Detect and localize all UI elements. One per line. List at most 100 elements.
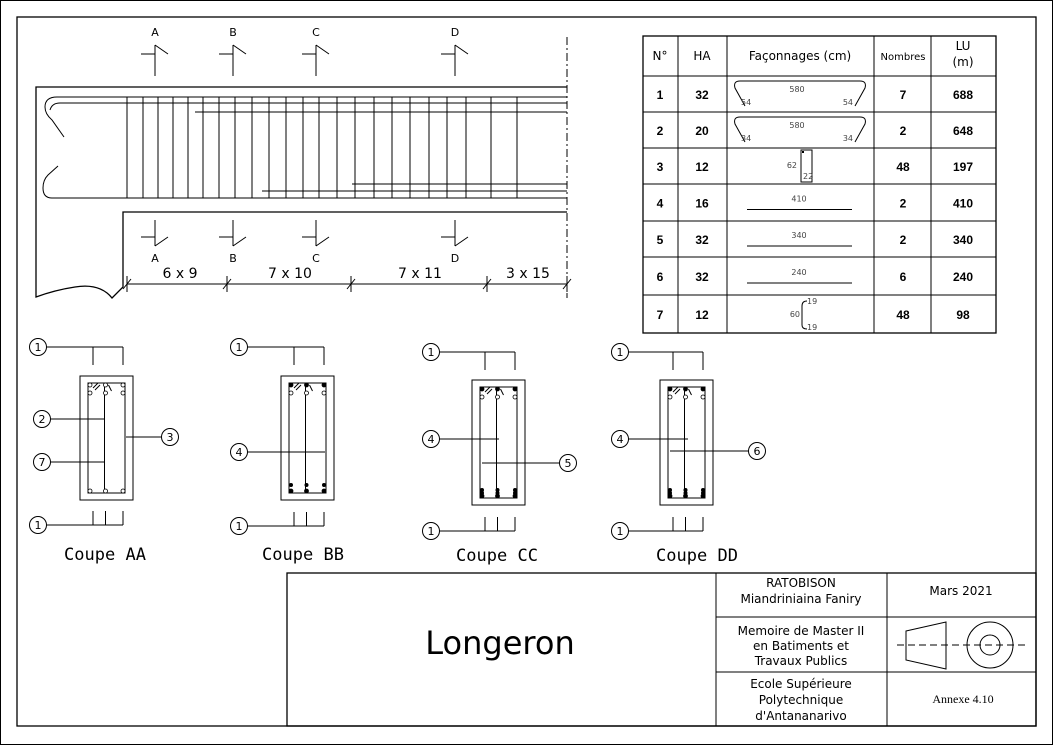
- callout-number: 1: [617, 346, 624, 359]
- callout-number: 2: [39, 413, 46, 426]
- spacing-label: 7 x 10: [268, 266, 312, 282]
- memoire-line: en Batiments et: [753, 639, 849, 653]
- callout-number: 5: [565, 457, 572, 470]
- bar-shape-bent: 580 34 34: [734, 116, 866, 143]
- callout-number: 6: [754, 445, 761, 458]
- cell-ha: 32: [695, 270, 709, 284]
- header-nombres: Nombres: [881, 52, 926, 63]
- cell-lu: 648: [953, 124, 973, 138]
- school-line: Polytechnique: [759, 693, 843, 707]
- shape-dimension: 19: [807, 323, 817, 332]
- section-label: B: [229, 252, 237, 265]
- school-line: Ecole Supérieure: [750, 677, 852, 691]
- cell-no: 7: [657, 308, 664, 322]
- top-bar-1: [44, 96, 567, 138]
- section-cut-D: DD: [441, 26, 469, 265]
- cell-ha: 16: [695, 197, 709, 211]
- table-row: 5 32 2 340 340: [657, 231, 974, 247]
- dimension-tick: [346, 276, 356, 292]
- section-title: Coupe AA: [64, 545, 146, 565]
- dimension-tick: [482, 276, 492, 292]
- cell-nombres: 2: [900, 124, 907, 138]
- spacing-label: 7 x 11: [398, 266, 442, 282]
- shape-dimension: 22: [803, 172, 813, 181]
- drawing-frame: [16, 16, 1037, 727]
- cell-no: 3: [657, 160, 664, 174]
- callout-number: 1: [236, 341, 243, 354]
- memoire-line: Memoire de Master II: [738, 624, 865, 638]
- shape-dimension: 340: [791, 231, 806, 240]
- callout-number: 1: [428, 346, 435, 359]
- callout-number: 1: [35, 519, 42, 532]
- callout-number: 4: [428, 433, 435, 446]
- author-name: RATOBISON: [766, 576, 836, 590]
- cell-nombres: 2: [900, 233, 907, 247]
- dimension-tick: [122, 276, 132, 292]
- author-firstname: Miandriniaina Faniry: [740, 592, 861, 606]
- cell-no: 4: [657, 197, 664, 211]
- bar-shape-bent: 580 54 54: [734, 80, 866, 107]
- cell-ha: 32: [695, 233, 709, 247]
- section-title: Coupe CC: [456, 546, 538, 566]
- shape-dimension: 60: [790, 310, 800, 319]
- shape-dimension: 580: [789, 85, 804, 94]
- shape-dimension: 34: [741, 134, 751, 143]
- dimension-tick: [222, 276, 232, 292]
- top-bar-1b: [49, 102, 567, 111]
- bottom-bar: [42, 165, 567, 199]
- shape-dimension: 410: [791, 195, 806, 204]
- date: Mars 2021: [929, 584, 992, 598]
- callout-number: 4: [617, 433, 624, 446]
- memoire-line: Travaux Publics: [754, 654, 848, 668]
- callout-number: 1: [35, 341, 42, 354]
- header-lu: LU: [956, 39, 971, 53]
- section-cut-A: AA: [141, 26, 169, 265]
- cell-lu: 197: [953, 160, 973, 174]
- shape-dimension: 54: [741, 98, 751, 107]
- cell-lu: 340: [953, 233, 973, 247]
- cell-ha: 12: [695, 160, 709, 174]
- callout-number: 7: [39, 456, 46, 469]
- bar-shape-straight: 340: [747, 231, 852, 247]
- shape-dimension: 34: [843, 134, 853, 143]
- cell-no: 5: [657, 233, 664, 247]
- shape-dimension: 580: [789, 121, 804, 130]
- section-label: C: [312, 26, 320, 39]
- cell-ha: 32: [695, 88, 709, 102]
- header-faconnages: Façonnages (cm): [749, 49, 851, 63]
- header-no: N°: [653, 49, 668, 63]
- callout-number: 1: [428, 525, 435, 538]
- callout-number: 3: [167, 431, 174, 444]
- cell-no: 2: [657, 124, 664, 138]
- section-label: D: [451, 252, 459, 265]
- callout-number: 1: [617, 525, 624, 538]
- title-block: Longeron RATOBISON Miandriniaina Faniry …: [286, 572, 1037, 727]
- callout-number: 4: [236, 446, 243, 459]
- cell-nombres: 6: [900, 270, 907, 284]
- school-line: d'Antananarivo: [755, 709, 846, 723]
- shape-dimension: 54: [843, 98, 853, 107]
- annexe: Annexe 4.10: [932, 692, 993, 706]
- section-label: A: [151, 252, 159, 265]
- cell-no: 6: [657, 270, 664, 284]
- section-title: Coupe DD: [656, 546, 738, 566]
- cell-lu: 688: [953, 88, 973, 102]
- shape-dimension: 240: [791, 268, 806, 277]
- stirrups: [126, 97, 518, 198]
- section-title: Coupe BB: [262, 545, 344, 565]
- cell-nombres: 7: [900, 88, 907, 102]
- table-row: 6 32 6 240 240: [657, 268, 974, 284]
- bar-shape-straight: 240: [747, 268, 852, 284]
- cell-lu: 240: [953, 270, 973, 284]
